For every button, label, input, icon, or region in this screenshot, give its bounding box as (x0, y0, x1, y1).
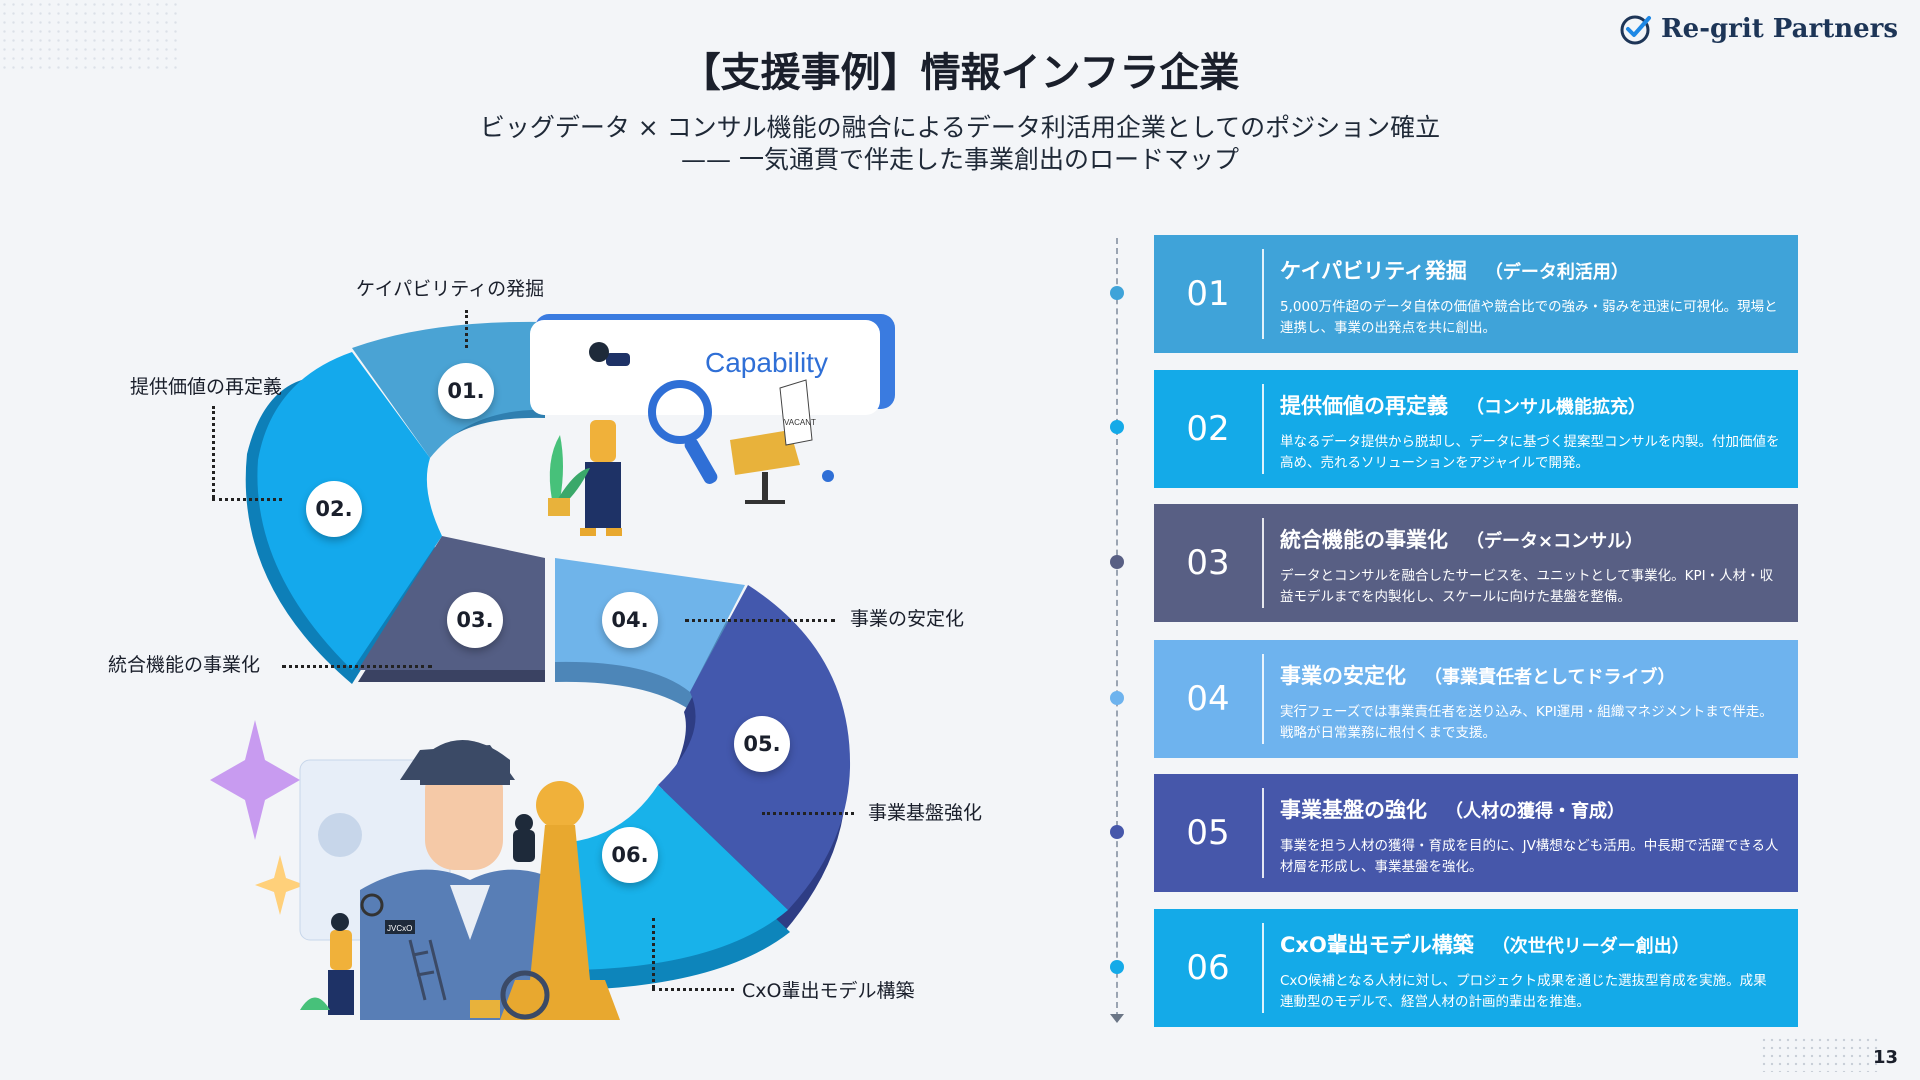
leader-line-02-v (212, 406, 215, 498)
step-card-02: 02 提供価値の再定義（コンサル機能拡充） 単なるデータ提供から脱却し、データに… (1154, 370, 1798, 488)
card-divider (1262, 249, 1264, 339)
step-card-04: 04 事業の安定化（事業責任者としてドライブ） 実行フェーズでは事業責任者を送り… (1154, 640, 1798, 758)
page-number: 13 (1872, 1047, 1898, 1068)
card-number: 06 (1186, 948, 1230, 988)
card-divider (1262, 923, 1264, 1013)
leader-line-03 (282, 665, 432, 668)
timeline-dot-01 (1110, 286, 1124, 300)
sparkle-icon (210, 720, 305, 915)
decorative-dots (1760, 1036, 1880, 1072)
card-description: 事業を担う人材の獲得・育成を目的に、JV構想なども活用。中長期で活躍できる人材層… (1280, 838, 1779, 875)
diagram-label-03: 統合機能の事業化 (108, 654, 261, 676)
card-title: 事業基盤の強化（人材の獲得・育成） (1280, 798, 1625, 822)
step-01-badge: 01. (438, 363, 494, 419)
timeline-dot-03 (1110, 555, 1124, 569)
company-logo: Re-grit Partners (1619, 12, 1898, 46)
timeline-arrow (1110, 1014, 1124, 1023)
svg-text:VACANT: VACANT (784, 418, 816, 427)
card-divider (1262, 518, 1264, 608)
diagram-label-06: CxO輩出モデル構築 (742, 980, 915, 1002)
card-title: 統合機能の事業化（データ×コンサル） (1280, 528, 1644, 552)
step-04-badge: 04. (602, 592, 658, 648)
leader-line-06-v (652, 918, 655, 988)
svg-text:JVCxO: JVCxO (387, 924, 412, 933)
leader-line-06-h (652, 988, 734, 991)
card-title: 事業の安定化（事業責任者としてドライブ） (1280, 664, 1676, 688)
card-title: CxO輩出モデル構築（次世代リーダー創出） (1280, 933, 1690, 957)
step-card-03: 03 統合機能の事業化（データ×コンサル） データとコンサルを融合したサービスを… (1154, 504, 1798, 622)
s-shape-graphic: Capability VACANT (210, 314, 895, 1020)
card-title: ケイパビリティ発掘（データ利活用） (1280, 259, 1629, 283)
step-05-badge: 05. (734, 716, 790, 772)
card-description: 実行フェーズでは事業責任者を送り込み、KPI運用・組織マネジメントまで伴走。戦略… (1280, 704, 1773, 741)
timeline-dot-04 (1110, 691, 1124, 705)
diagram-label-01: ケイパビリティの発掘 (356, 278, 545, 300)
card-number: 01 (1186, 274, 1230, 314)
leader-line-05 (762, 812, 854, 815)
card-number: 02 (1186, 409, 1230, 449)
leader-line-04 (685, 619, 835, 622)
subtitle-line-2: —— 一気通貫で伴走した事業創出のロードマップ (681, 145, 1239, 174)
s-roadmap-diagram: Capability VACANT (0, 240, 1040, 1040)
svg-text:Capability: Capability (705, 347, 828, 378)
logo-text: Re-grit Partners (1661, 14, 1898, 44)
step-card-06: 06 CxO輩出モデル構築（次世代リーダー創出） CxO候補となる人材に対し、プ… (1154, 909, 1798, 1027)
diagram-label-04: 事業の安定化 (850, 608, 965, 630)
step-03-badge: 03. (447, 592, 503, 648)
step-card-05: 05 事業基盤の強化（人材の獲得・育成） 事業を担う人材の獲得・育成を目的に、J… (1154, 774, 1798, 892)
card-description: データとコンサルを融合したサービスを、ユニットとして事業化。KPI・人材・収益モ… (1280, 568, 1774, 605)
step-06-badge: 06. (602, 827, 658, 883)
card-number: 04 (1186, 679, 1230, 719)
card-divider (1262, 788, 1264, 878)
card-divider (1262, 384, 1264, 474)
diagram-label-02: 提供価値の再定義 (130, 376, 283, 398)
leader-line-02-h (212, 498, 282, 501)
page-title: 【支援事例】情報インフラ企業 (680, 50, 1240, 96)
subtitle-line-1: ビッグデータ × コンサル機能の融合によるデータ利活用企業としてのポジション確立 (479, 113, 1441, 142)
card-number: 05 (1186, 813, 1230, 853)
card-divider (1262, 654, 1264, 744)
leader-line-01 (465, 310, 468, 348)
step-card-01: 01 ケイパビリティ発掘（データ利活用） 5,000万件超のデータ自体の価値や競… (1154, 235, 1798, 353)
step-02-badge: 02. (306, 481, 362, 537)
timeline-dot-02 (1110, 420, 1124, 434)
timeline-dot-05 (1110, 825, 1124, 839)
card-description: 単なるデータ提供から脱却し、データに基づく提案型コンサルを内製。付加価値を高め、… (1280, 434, 1780, 471)
card-number: 03 (1186, 543, 1230, 583)
card-description: CxO候補となる人材に対し、プロジェクト成果を通じた選抜型育成を実施。成果連動型… (1280, 973, 1767, 1010)
check-circle-icon (1620, 15, 1652, 45)
card-description: 5,000万件超のデータ自体の価値や競合比での強み・弱みを迅速に可視化。現場と連… (1280, 299, 1778, 336)
decorative-dots (0, 0, 180, 70)
diagram-label-05: 事業基盤強化 (868, 802, 983, 824)
timeline-line (1116, 238, 1118, 1018)
card-title: 提供価値の再定義（コンサル機能拡充） (1280, 394, 1646, 418)
timeline-dot-06 (1110, 960, 1124, 974)
